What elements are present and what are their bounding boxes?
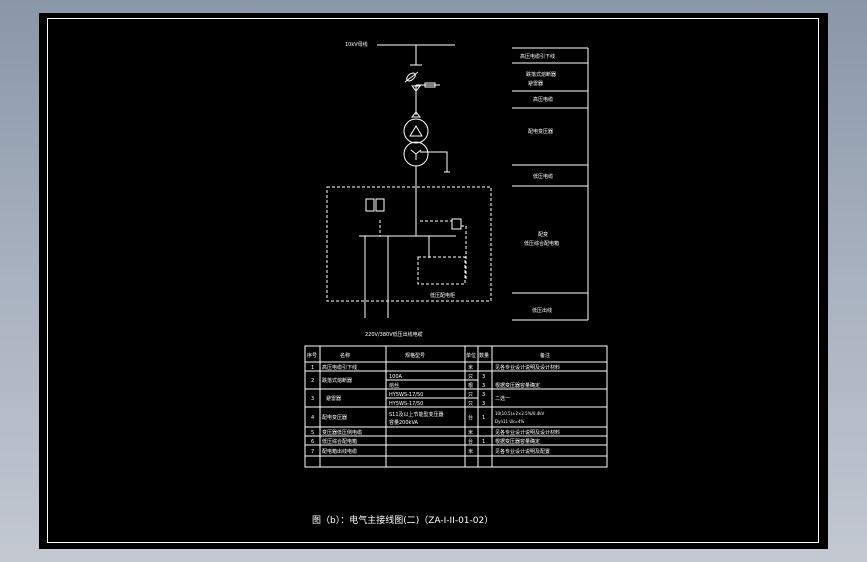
label: 低压出线	[532, 307, 552, 314]
label: 1	[311, 365, 314, 371]
label: 规格型号	[405, 352, 425, 359]
label: 3	[482, 392, 485, 398]
label: 根	[468, 382, 473, 389]
table-text: 序号 名称 规格型号 单位 数量 备注 1 高压电缆引下线 米 见各专业设计说明…	[307, 352, 560, 455]
label: 米	[468, 448, 473, 455]
label: 米	[468, 429, 473, 436]
cad-canvas[interactable]	[39, 13, 828, 549]
label: 根据变压器容量确定	[495, 382, 540, 389]
label: 数量	[479, 352, 489, 359]
label: HY5WS-17/50	[389, 401, 423, 407]
label: 6	[311, 439, 314, 445]
label: 7	[311, 449, 314, 455]
svg-text:Dyn11 Uk=4%: Dyn11 Uk=4%	[495, 419, 524, 424]
label: 见各专业设计说明及配置	[495, 448, 550, 455]
label: 只	[468, 374, 473, 380]
label: 单位	[466, 352, 476, 359]
label: 4	[311, 415, 314, 421]
label: 1	[482, 415, 485, 421]
label: 见各专业设计说明及设计材料	[495, 429, 560, 436]
label: 高压电缆引下线	[322, 364, 357, 371]
label: 220V/380V低压出线电缆	[365, 331, 423, 338]
side-labels: 高压电缆引下线 跌落式熔断器 避雷器 高压电缆 配电变压器 低压电缆 配变 低压…	[520, 53, 559, 314]
label: 变压器低压侧电缆	[322, 429, 362, 436]
label: 序号	[307, 352, 317, 359]
svg-text:S11及以上节能型变压器: S11及以上节能型变压器	[389, 411, 444, 418]
svg-text:跌落式熔断器: 跌落式熔断器	[526, 71, 556, 78]
drawing-title: 图（b）：电气主接线图(二)（ZA-I-II-01-02）	[312, 514, 493, 526]
label: 10kV母线	[345, 41, 368, 48]
label: 名称	[340, 352, 350, 359]
svg-text:避雷器: 避雷器	[528, 80, 543, 87]
label: 跌落式熔断器	[322, 377, 352, 384]
label: 3	[482, 401, 485, 407]
label: 配电变压器	[322, 414, 347, 421]
svg-text:配变: 配变	[538, 231, 548, 238]
transformer-primary	[403, 118, 429, 144]
label: 避雷器	[326, 395, 341, 402]
label: 1	[482, 439, 485, 445]
label: 低压综合配电箱	[322, 438, 357, 445]
label: 100A	[389, 374, 403, 380]
label: 配电变压器	[528, 128, 553, 135]
label: 台	[468, 414, 473, 421]
label: 见各专业设计说明及设计材料	[495, 364, 560, 371]
label: 根据变压器容量确定	[495, 438, 540, 445]
label: 米	[468, 364, 473, 371]
svg-text:容量200kVA: 容量200kVA	[389, 419, 419, 426]
label: 低压电缆	[533, 173, 553, 180]
material-table	[304, 345, 608, 468]
label: 只	[468, 401, 473, 407]
label: 2	[311, 378, 314, 384]
label: 熔丝	[389, 382, 399, 389]
label: 3	[311, 396, 314, 402]
low-voltage-box	[326, 186, 492, 302]
svg-text:10(10.5)±2×2.5%/0.4kV: 10(10.5)±2×2.5%/0.4kV	[495, 411, 545, 416]
label: 3	[482, 374, 485, 380]
label: 台	[468, 438, 473, 445]
label: 配电箱出线电缆	[322, 448, 357, 455]
drawing-frame	[47, 18, 819, 543]
svg-text:低压综合配电箱: 低压综合配电箱	[524, 240, 559, 247]
label: 备注	[540, 352, 550, 359]
label: 高压电缆	[533, 96, 553, 103]
label: HY5WS-17/50	[389, 392, 423, 398]
label: 低压配电柜	[430, 292, 455, 299]
label: 二选一	[495, 395, 510, 402]
label: 只	[468, 392, 473, 398]
label: 3	[482, 383, 485, 389]
label: 5	[311, 430, 314, 436]
label: 高压电缆引下线	[520, 53, 555, 60]
